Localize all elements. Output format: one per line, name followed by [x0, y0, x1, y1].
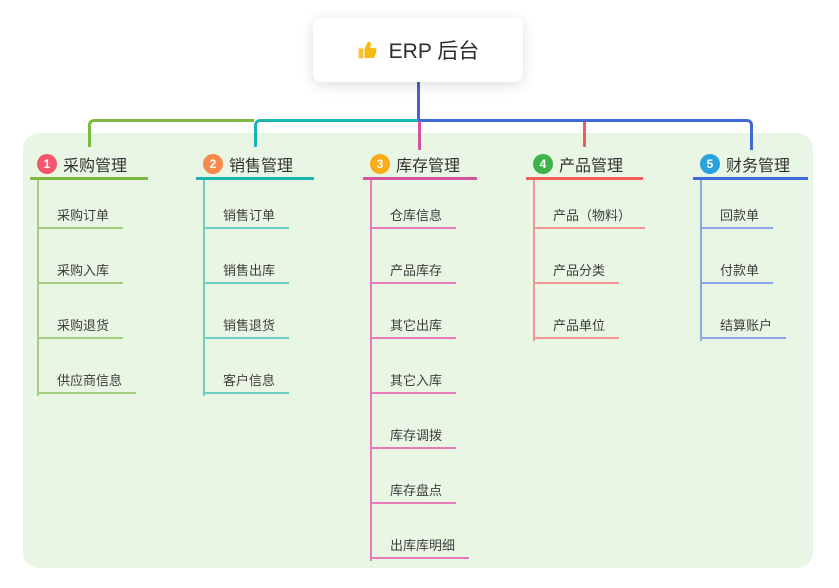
branch-3-child-2[interactable]: 产品库存 — [370, 258, 456, 284]
branch-number-badge: 5 — [700, 153, 720, 174]
branch-4-child-3[interactable]: 产品单位 — [533, 313, 619, 339]
branch-3-heading[interactable]: 3 库存管理 — [363, 150, 477, 180]
child-label: 库存调拨 — [390, 427, 443, 443]
child-label: 其它入库 — [390, 372, 443, 388]
branch-2-children-stem — [203, 180, 205, 396]
child-label: 结算账户 — [720, 317, 773, 333]
root-node[interactable]: ERP 后台 — [313, 18, 523, 82]
branch-3-child-6[interactable]: 库存盘点 — [370, 478, 456, 504]
connector-branch-5 — [420, 119, 753, 150]
child-label: 客户信息 — [223, 372, 276, 388]
branch-1-child-2[interactable]: 采购入库 — [37, 258, 123, 284]
child-label: 付款单 — [720, 262, 760, 278]
branch-label: 财务管理 — [726, 157, 791, 175]
child-label: 采购退货 — [57, 317, 110, 333]
child-label: 产品库存 — [390, 262, 443, 278]
branch-3-child-7[interactable]: 出库库明细 — [370, 533, 469, 559]
child-label: 采购订单 — [57, 207, 110, 223]
branch-2-child-2[interactable]: 销售出库 — [203, 258, 289, 284]
connector-branch-3 — [418, 121, 421, 150]
connector-root-stem — [417, 82, 420, 122]
branch-2-heading[interactable]: 2 销售管理 — [196, 150, 314, 180]
branch-4-children-stem — [533, 180, 535, 341]
branch-5-children-stem — [700, 180, 702, 341]
child-label: 库存盘点 — [390, 482, 443, 498]
branch-number-badge: 1 — [37, 153, 57, 174]
branch-3-child-3[interactable]: 其它出库 — [370, 313, 456, 339]
thumbs-up-icon — [357, 39, 379, 61]
child-label: 出库库明细 — [390, 537, 456, 553]
branch-label: 销售管理 — [229, 157, 294, 175]
branch-4-child-2[interactable]: 产品分类 — [533, 258, 619, 284]
child-label: 销售出库 — [223, 262, 276, 278]
child-label: 仓库信息 — [390, 207, 443, 223]
connector-branch-1 — [88, 119, 254, 147]
branch-number-badge: 3 — [370, 153, 390, 174]
branches-panel — [23, 133, 813, 568]
branch-5-heading[interactable]: 5 财务管理 — [693, 150, 808, 180]
branch-3-child-4[interactable]: 其它入库 — [370, 368, 456, 394]
branch-1-child-3[interactable]: 采购退货 — [37, 313, 123, 339]
child-label: 产品单位 — [553, 317, 606, 333]
branch-4-heading[interactable]: 4 产品管理 — [526, 150, 643, 180]
connector-branch-4 — [583, 121, 586, 147]
branch-3-children-stem — [370, 180, 372, 561]
branch-3-child-5[interactable]: 库存调拨 — [370, 423, 456, 449]
connector-branch-2 — [254, 119, 418, 147]
branch-2-child-4[interactable]: 客户信息 — [203, 368, 289, 394]
branch-3-child-1[interactable]: 仓库信息 — [370, 203, 456, 229]
branch-4-child-1[interactable]: 产品（物料） — [533, 203, 645, 229]
root-label: ERP 后台 — [388, 40, 480, 63]
child-label: 产品分类 — [553, 262, 606, 278]
branch-2-child-3[interactable]: 销售退货 — [203, 313, 289, 339]
child-label: 销售订单 — [223, 207, 276, 223]
branch-label: 库存管理 — [396, 157, 461, 175]
branch-2-child-1[interactable]: 销售订单 — [203, 203, 289, 229]
child-label: 产品（物料） — [553, 207, 632, 223]
branch-1-children-stem — [37, 180, 39, 396]
branch-number-badge: 2 — [203, 153, 223, 174]
child-label: 供应商信息 — [57, 372, 123, 388]
branch-1-child-1[interactable]: 采购订单 — [37, 203, 123, 229]
branch-5-child-2[interactable]: 付款单 — [700, 258, 773, 284]
child-label: 销售退货 — [223, 317, 276, 333]
child-label: 采购入库 — [57, 262, 110, 278]
branch-5-child-3[interactable]: 结算账户 — [700, 313, 786, 339]
branch-label: 采购管理 — [63, 157, 128, 175]
branch-number-badge: 4 — [533, 153, 553, 174]
child-label: 其它出库 — [390, 317, 443, 333]
branch-1-child-4[interactable]: 供应商信息 — [37, 368, 136, 394]
branch-1-heading[interactable]: 1 采购管理 — [30, 150, 148, 180]
branch-5-child-1[interactable]: 回款单 — [700, 203, 773, 229]
branch-label: 产品管理 — [559, 157, 624, 175]
child-label: 回款单 — [720, 207, 760, 223]
